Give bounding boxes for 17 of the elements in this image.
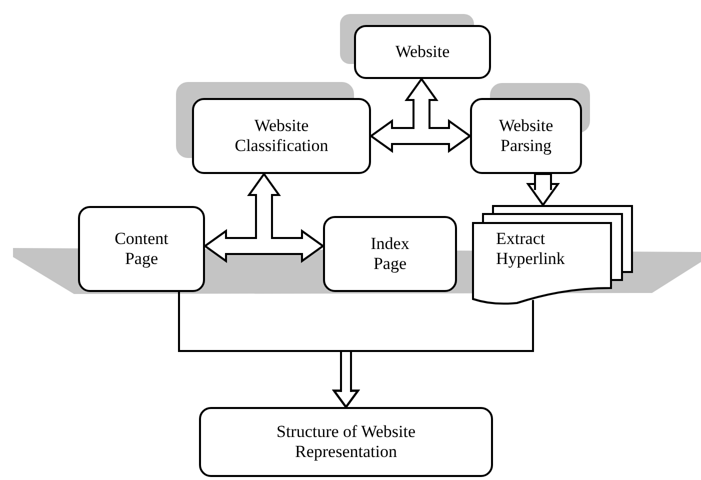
node-label: Structure of Website Representation [275,422,416,462]
document-stack [472,205,633,305]
block-arrow [369,77,472,153]
process-box [470,98,582,174]
node-label: Content Page [114,228,170,270]
node-label: Website Classification [234,116,330,156]
block-arrow [203,172,325,263]
node-label: Website [395,42,450,62]
node-label: Website Parsing [498,116,554,156]
process-box [323,216,457,292]
process-box [78,206,205,292]
process-box [354,25,491,79]
block-arrow [526,173,560,207]
process-box [192,98,371,174]
process-box [199,407,493,477]
node-label: Extract Hyperlink [496,228,566,270]
node-label: Index Page [370,234,410,274]
